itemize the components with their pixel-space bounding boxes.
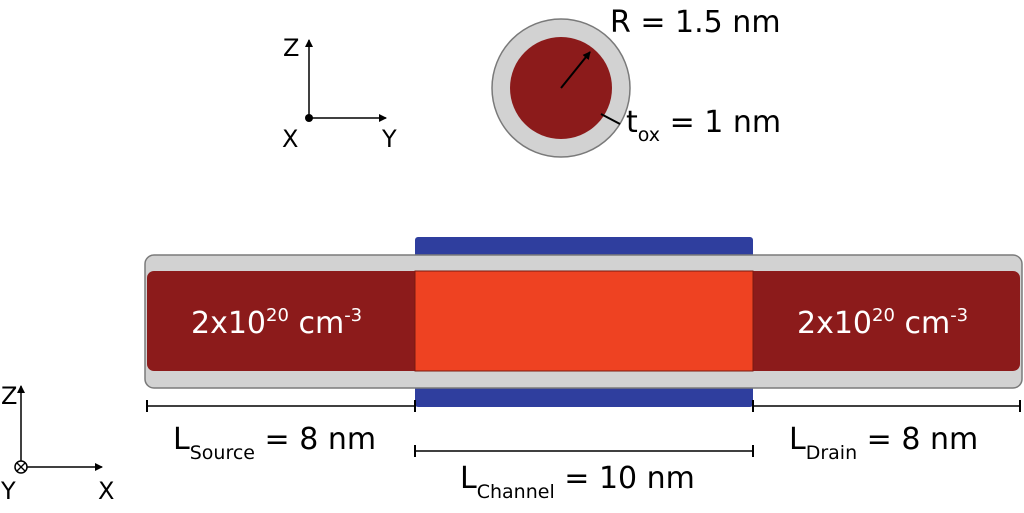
bottom-y-label: Y <box>0 477 16 505</box>
radius-label: R = 1.5 nm <box>610 5 781 40</box>
into-page-cross-b <box>16 462 26 472</box>
channel-region <box>414 270 754 372</box>
top-z-label: Z <box>283 34 299 62</box>
top-axes: Z Y X <box>282 34 397 153</box>
cross-section: R = 1.5 nm tox = 1 nm <box>491 5 781 158</box>
oxide-thickness-label: tox = 1 nm <box>626 105 781 146</box>
bottom-x-label: X <box>98 477 114 505</box>
device: 2x1020 cm-3 2x1020 cm-3 <box>144 237 1023 407</box>
drain-doping-label: 2x1020 cm-3 <box>797 305 968 341</box>
oxide-thickness-tick <box>600 113 621 125</box>
source-doping-label: 2x1020 cm-3 <box>191 305 362 341</box>
top-x-label: X <box>282 125 298 153</box>
top-y-label: Y <box>381 125 397 153</box>
channel-length-label: LChannel = 10 nm <box>460 461 695 503</box>
dimension-lines: LSource = 8 nm LChannel = 10 nm LDrain =… <box>146 400 1021 503</box>
bottom-z-label: Z <box>1 382 17 410</box>
drain-length-label: LDrain = 8 nm <box>789 422 978 464</box>
source-length-label: LSource = 8 nm <box>173 422 376 464</box>
radius-arrow <box>560 51 591 89</box>
bottom-axes: Z Y X <box>0 382 114 505</box>
top-x-axis-dot <box>305 114 313 122</box>
